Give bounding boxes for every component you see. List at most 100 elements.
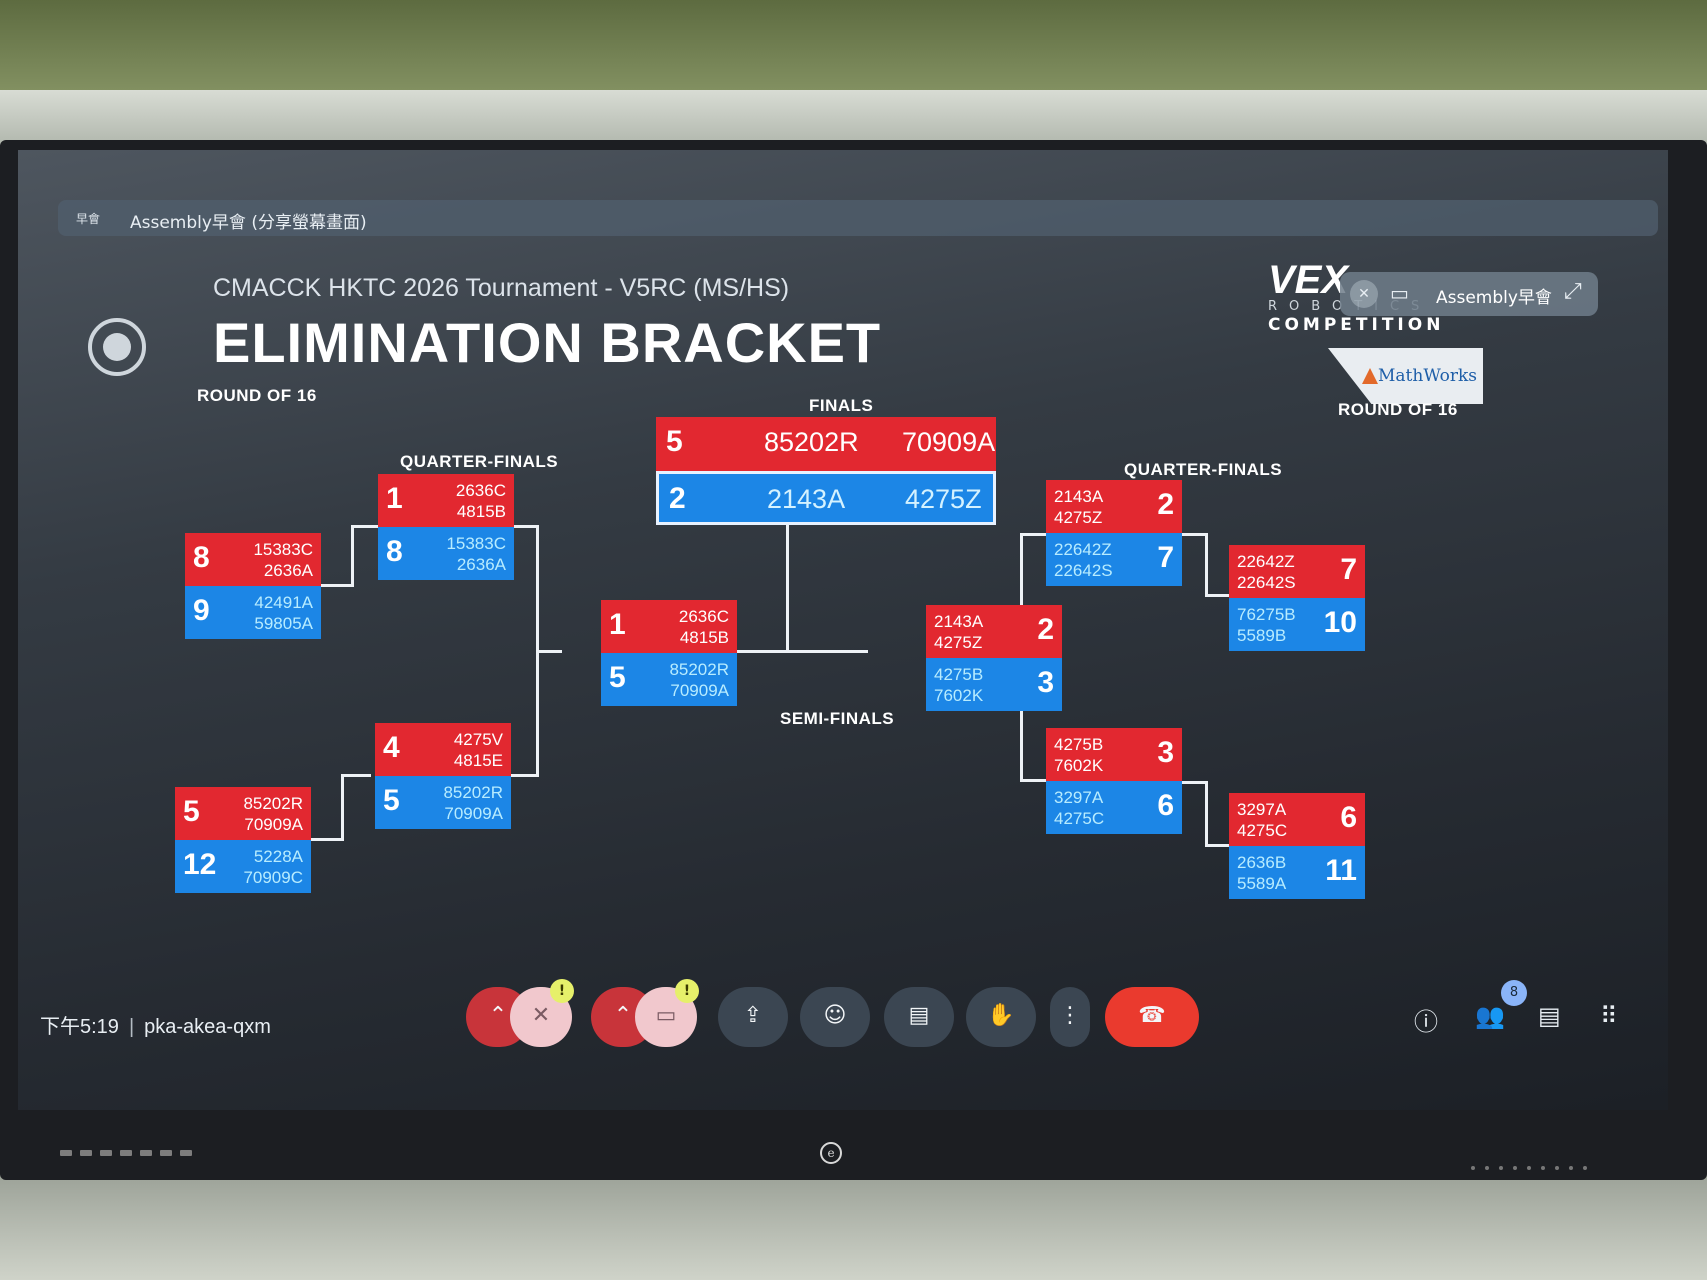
chevron-up-icon: ⌃ <box>613 1003 633 1028</box>
team-number: 42491A <box>254 593 313 612</box>
team-number: 2636A <box>456 555 506 574</box>
team-number: 5228A <box>253 847 303 866</box>
end-call-icon: ☎ <box>1138 1003 1166 1028</box>
team-number: 2143A <box>767 484 846 514</box>
bracket-line <box>1180 781 1208 784</box>
end-call-button[interactable]: ☎ <box>1105 987 1199 1047</box>
alliance-seed: 2 <box>669 482 686 515</box>
alliance-seed: 5 <box>383 784 400 817</box>
match-finals[interactable]: 5 85202R 70909A 2 2143A 4275Z <box>656 417 996 525</box>
present-screen-button[interactable]: ⇪ <box>718 987 788 1047</box>
team-number: 70909A <box>444 804 503 823</box>
team-number: 59805A <box>254 614 313 633</box>
team-number: 4815B <box>679 628 729 647</box>
team-number: 4275C <box>1054 809 1105 828</box>
bracket-line <box>1205 781 1208 847</box>
emoji-button[interactable]: ☺ <box>800 987 870 1047</box>
team-number: 76275B <box>1237 605 1296 624</box>
team-number: 7602K <box>1054 756 1104 775</box>
participant-count-badge: 8 <box>1501 980 1527 1006</box>
label-round-of-16-left: ROUND OF 16 <box>197 386 317 405</box>
team-number: 2143A <box>934 612 984 631</box>
blue-alliance: 5 85202R 70909A <box>601 653 737 706</box>
team-number: 70909A <box>902 427 996 457</box>
activities-icon[interactable]: ⠿ <box>1600 1002 1618 1030</box>
team-number: 5589B <box>1237 626 1287 645</box>
camera-off-icon: ▭ <box>655 1003 677 1028</box>
bracket-line <box>511 774 539 777</box>
bracket-line <box>351 525 381 528</box>
mathworks-sponsor-logo: MathWorks <box>1328 348 1483 404</box>
meeting-clock: 下午5:19|pka-akea-qxm <box>40 1010 271 1039</box>
team-number: 70909A <box>244 815 303 834</box>
team-number: 2636C <box>678 607 729 626</box>
alliance-seed: 3 <box>1037 666 1054 699</box>
team-number: 4815B <box>456 502 506 521</box>
meeting-screen: 早會 Assembly早會 (分享螢幕畫面) CMACCK HKTC 2026 … <box>18 150 1668 1110</box>
mic-off-icon: ✕ <box>1350 280 1378 308</box>
team-number: 2636C <box>455 481 506 500</box>
raise-hand-icon: ✋ <box>987 1003 1015 1028</box>
monitor-indicator-dots <box>1471 1166 1587 1170</box>
mic-warning-badge: ! <box>550 979 574 1003</box>
team-number: 5589A <box>1237 874 1287 893</box>
match-r16-left-bottom[interactable]: 5 85202R 70909A 12 5228A 70909C <box>175 787 311 893</box>
bracket-line <box>1205 844 1229 847</box>
bracket-line <box>1020 533 1046 536</box>
clock-time: 下午5:19 <box>40 1016 119 1038</box>
more-options-icon: ⋮ <box>1059 1003 1081 1028</box>
alliance-seed: 5 <box>666 425 683 458</box>
expand-icon[interactable]: ⤢ <box>1564 279 1582 304</box>
captions-button[interactable]: ▤ <box>884 987 954 1047</box>
camera-toggle-button[interactable]: ▭ ! <box>635 979 699 1047</box>
presenter-bar: 早會 Assembly早會 (分享螢幕畫面) <box>58 200 1658 236</box>
alliance-seed: 9 <box>193 594 210 627</box>
bracket-line <box>341 774 371 777</box>
more-options-button[interactable]: ⋮ <box>1050 987 1090 1047</box>
presenter-label: Assembly早會 (分享螢幕畫面) <box>130 213 367 233</box>
people-icon[interactable]: 👥 <box>1475 1002 1505 1030</box>
red-alliance: 5 85202R 70909A <box>656 417 996 471</box>
mathworks-icon <box>1362 368 1378 384</box>
alliance-seed: 12 <box>183 848 217 881</box>
team-number: 4275B <box>1054 735 1104 754</box>
team-number: 70909A <box>670 681 729 700</box>
alliance-seed: 5 <box>183 795 200 828</box>
info-icon[interactable]: ⓘ <box>1414 1008 1438 1036</box>
emoji-icon: ☺ <box>823 1003 847 1028</box>
team-number: 85202R <box>764 427 859 457</box>
team-number: 85202R <box>669 660 729 679</box>
alliance-seed: 6 <box>1157 789 1174 822</box>
self-view-tile[interactable]: ✕ ▭ Assembly早會 ⤢ <box>1340 272 1598 316</box>
self-view-name: Assembly早會 <box>1436 288 1552 308</box>
team-number: 2636B <box>1237 853 1287 872</box>
team-number: 4275B <box>934 665 984 684</box>
raise-hand-button[interactable]: ✋ <box>966 987 1036 1047</box>
chat-icon[interactable]: ▤ <box>1538 1002 1561 1030</box>
bracket-line <box>351 525 354 587</box>
team-number: 85202R <box>243 794 303 813</box>
team-number: 2143A <box>1054 487 1104 506</box>
alliance-seed: 7 <box>1340 553 1357 586</box>
blue-alliance: 9 42491A 59805A <box>185 586 321 639</box>
label-round-of-16-right: ROUND OF 16 <box>1338 400 1458 419</box>
alliance-seed: 8 <box>193 541 210 574</box>
team-number: 85202R <box>443 783 503 802</box>
team-number: 70909C <box>243 868 303 887</box>
microphone-toggle-button[interactable]: ✕ ! <box>510 979 574 1047</box>
alliance-seed: 5 <box>609 661 626 694</box>
